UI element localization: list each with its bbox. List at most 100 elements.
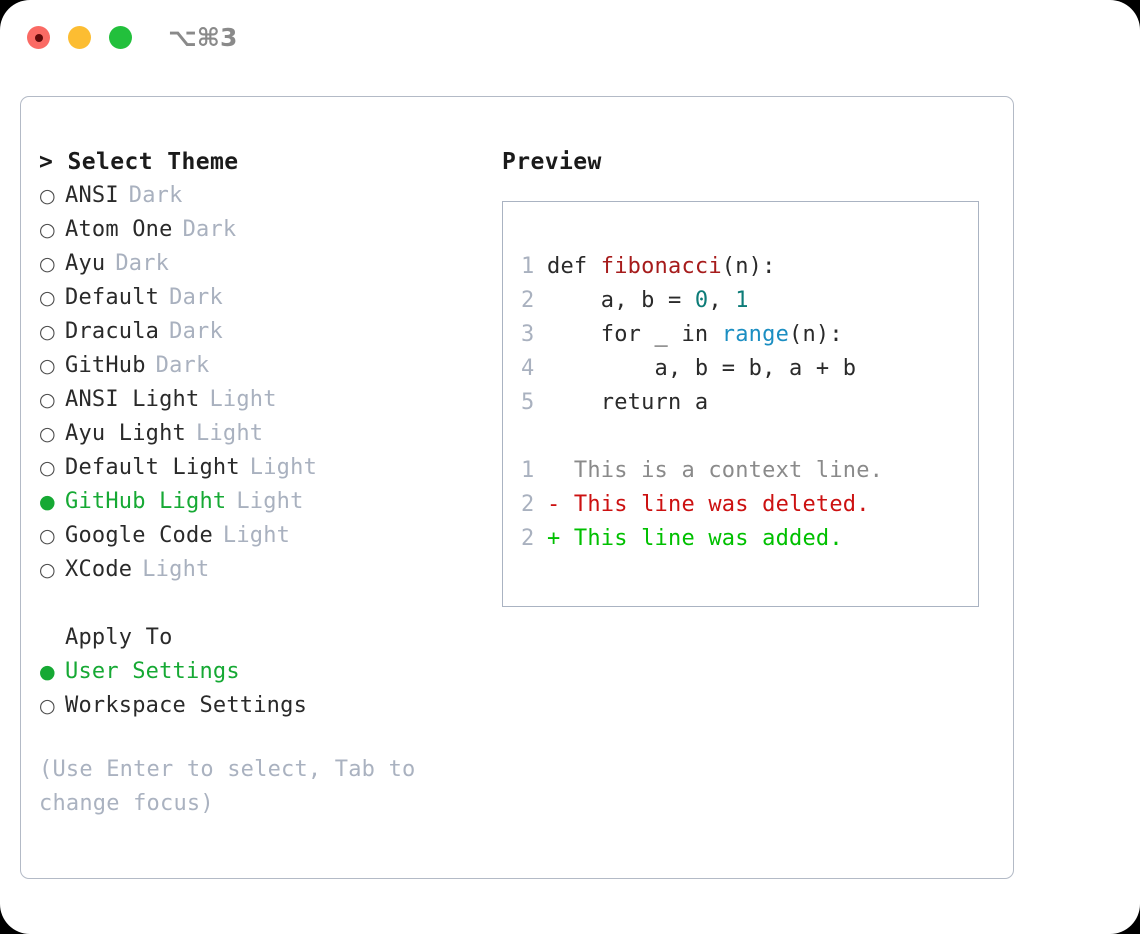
close-button[interactable] [27,26,50,49]
theme-option-label: Ayu Light [65,421,187,446]
radio-unselected-icon: ○ [39,457,56,479]
theme-option-label: Ayu [65,251,106,276]
radio-unselected-icon: ○ [39,219,56,241]
diff-sample: 1 This is a context line. 2 - This line wa… [521,454,978,556]
theme-option-category: Light [196,421,264,446]
theme-option-label: Dracula [65,319,160,344]
theme-option-label: GitHub Light [65,489,227,514]
radio-unselected-icon: ○ [39,185,56,207]
theme-option-category: Light [142,557,210,582]
minimize-button[interactable] [68,26,91,49]
theme-option[interactable]: ○ Ayu Light Light [39,417,489,451]
window-controls [27,26,132,49]
code-token: fibonacci [600,254,722,279]
theme-option[interactable]: ○ Dracula Dark [39,315,489,349]
radio-unselected-icon: ○ [39,423,56,445]
theme-option[interactable]: ○ Default Dark [39,281,489,315]
list-spacer [39,587,489,621]
theme-option-label: XCode [65,557,133,582]
radio-unselected-icon: ○ [39,321,56,343]
radio-unselected-icon: ○ [39,253,56,275]
code-line: 2 a, b = 0, 1 [521,284,978,318]
theme-option-label: GitHub [65,353,146,378]
diff-line-text: - This line was deleted. [547,492,870,517]
line-number: 2 [521,492,535,517]
code-token: for _ in [547,322,722,347]
maximize-button[interactable] [109,26,132,49]
diff-line: 1 This is a context line. [521,454,978,488]
theme-option-label: ANSI Light [65,387,200,412]
theme-option-label: Default Light [65,455,240,480]
radio-unselected-icon: ○ [39,389,56,411]
code-line: 5 return a [521,386,978,420]
line-number: 5 [521,390,535,415]
apply-to-option[interactable]: ○ Workspace Settings [39,689,489,723]
radio-unselected-icon: ○ [39,355,56,377]
radio-selected-icon: ● [39,661,56,683]
code-token: (n): [721,254,776,279]
apply-to-header: Apply To [65,625,173,650]
theme-option-category: Light [249,455,318,480]
radio-selected-icon: ● [39,491,56,513]
apply-to-option-label: User Settings [65,659,240,684]
line-number: 1 [521,458,535,483]
diff-line: 2 + This line was added. [521,522,978,556]
theme-option[interactable]: ○ XCode Light [39,553,489,587]
theme-option-category: Light [222,523,291,548]
theme-option[interactable]: ○ Atom One Dark [39,213,489,247]
code-token: a, b = [547,288,695,313]
line-number: 1 [521,254,535,279]
apply-to-option[interactable]: ● User Settings [39,655,489,689]
code-token: 1 [735,288,749,313]
line-number: 3 [521,322,535,347]
code-token: (n): [789,322,843,347]
line-number: 2 [521,288,535,313]
theme-option-category: Dark [155,353,210,378]
theme-option-category: Dark [169,319,223,344]
preview-title: Preview [502,149,602,175]
code-token: def [547,254,601,279]
code-token: range [721,322,790,347]
theme-option[interactable]: ○ Default Light Light [39,451,489,485]
apply-to-list[interactable]: ● User Settings ○ Workspace Settings [39,655,489,723]
diff-line-text: This is a context line. [547,458,884,483]
theme-option[interactable]: ○ Ayu Dark [39,247,489,281]
code-blank-line [521,420,978,454]
line-number: 2 [521,526,535,551]
keyboard-shortcut-label: ⌥⌘3 [168,23,238,52]
theme-option-category: Dark [182,217,237,242]
code-token: 0 [694,288,709,313]
code-line: 4 a, b = b, a + b [521,352,978,386]
theme-option-category: Dark [115,251,170,276]
radio-unselected-icon: ○ [39,695,56,717]
theme-option-label: Atom One [65,217,173,242]
theme-option-category: Dark [169,285,223,310]
window-titlebar: ⌥⌘3 [0,0,1140,76]
code-line: 1 def fibonacci(n): [521,250,978,284]
line-number: 4 [521,356,535,381]
diff-line-text: + This line was added. [547,526,843,551]
apply-to-option-label: Workspace Settings [65,693,308,718]
radio-unselected-icon: ○ [39,287,56,309]
keyboard-hint: (Use Enter to select, Tab to change focu… [39,757,416,816]
theme-option[interactable]: ○ ANSI Dark [39,179,489,213]
theme-option[interactable]: ○ GitHub Dark [39,349,489,383]
diff-line: 2 - This line was deleted. [521,488,978,522]
theme-option[interactable]: ○ ANSI Light Light [39,383,489,417]
theme-option-label: Default [65,285,160,310]
theme-option-category: Light [209,387,277,412]
theme-option-category: Dark [128,183,183,208]
radio-unselected-icon: ○ [39,559,56,581]
theme-option-label: ANSI [65,183,119,208]
code-line: 3 for _ in range(n): [521,318,978,352]
code-token: return a [547,390,709,415]
theme-option-label: Google Code [65,523,213,548]
select-theme-header: > Select Theme [39,149,239,175]
